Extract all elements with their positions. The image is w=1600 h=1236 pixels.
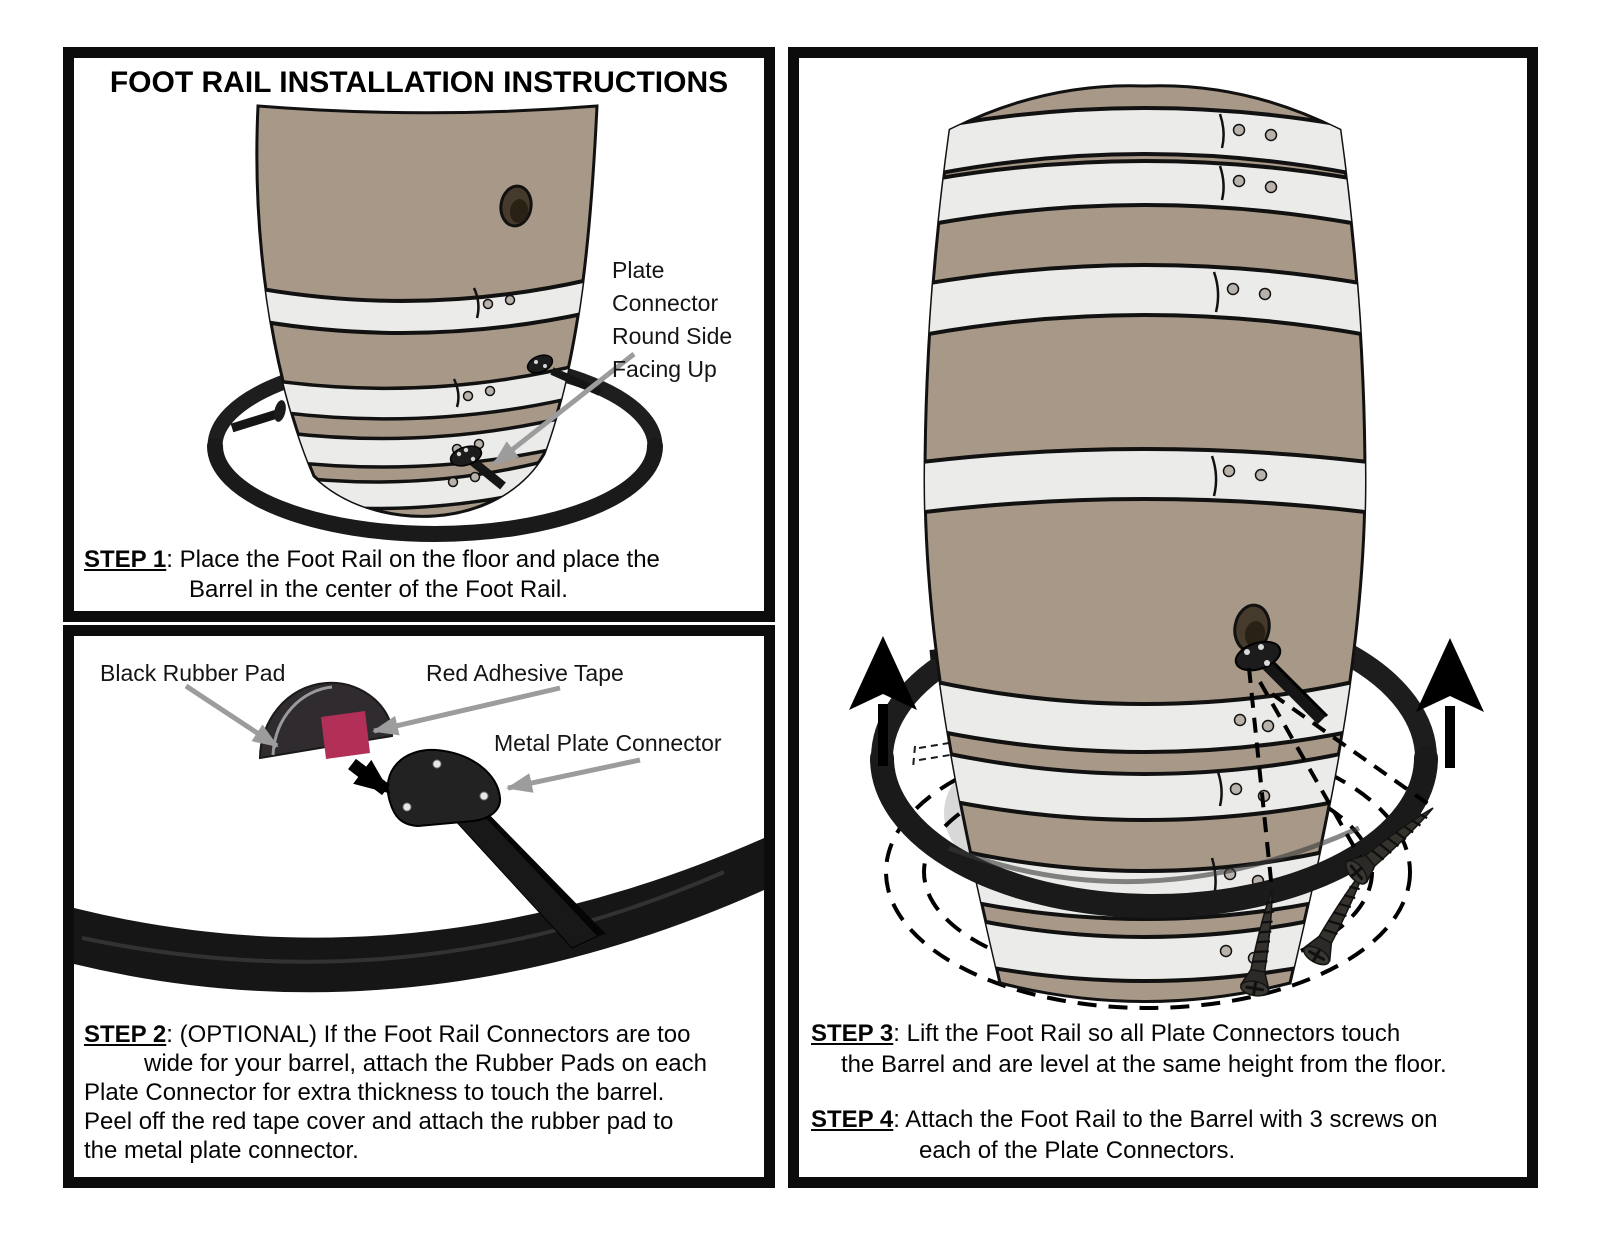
step2-line2: wide for your barrel, attach the Rubber … [144,1050,707,1077]
step4-line1: STEP 4: Attach the Foot Rail to the Barr… [811,1106,1438,1133]
step1-line2: Barrel in the center of the Foot Rail. [189,576,568,603]
step3-line1: STEP 3: Lift the Foot Rail so all Plate … [811,1020,1401,1047]
up-arrow-right-icon [1416,638,1484,768]
black-rubber-pad [258,681,394,760]
step1-illustration [207,104,663,542]
plate-connector-label: Metal Plate Connector [494,730,722,756]
rubber-pad-arrow [184,683,279,749]
step2-line5: the metal plate connector. [84,1137,359,1164]
step3-label: STEP 3 [811,1020,894,1047]
step3-text: STEP 3: Lift the Foot Rail so all Plate … [811,1018,1447,1080]
panel-step3-4: STEP 3: Lift the Foot Rail so all Plate … [788,47,1538,1188]
adhesive-tape-arrow [372,685,561,736]
step1-line1: STEP 1: Place the Foot Rail on the floor… [84,546,660,573]
plate-connector-callout: Plate Connector Round Side Facing Up [612,257,733,382]
step2-line1: STEP 2: (OPTIONAL) If the Foot Rail Conn… [84,1021,691,1048]
plate-connector-left [230,400,286,433]
bung-hole [499,184,533,228]
step2-line3: Plate Connector for extra thickness to t… [84,1079,665,1106]
rubber-pad-label: Black Rubber Pad [100,660,286,686]
barrel [255,104,599,518]
step4-label: STEP 4 [811,1106,894,1133]
panel-step2: Black Rubber Pad Red Adhesive Tape Metal… [63,625,775,1188]
step4-text: STEP 4: Attach the Foot Rail to the Barr… [811,1104,1438,1166]
step3-line2: the Barrel and are level at the same hei… [841,1051,1447,1078]
step2-illustration [74,681,764,993]
plate-connector-bottom [449,445,506,490]
foot-rail [74,838,764,993]
foot-rail-front [207,438,663,542]
step1-text: STEP 1: Place the Foot Rail on the floor… [84,545,660,605]
bung-hole [1233,603,1271,653]
page-title: FOOT RAIL INSTALLATION INSTRUCTIONS [109,66,729,99]
step2-label: STEP 2 [84,1021,167,1048]
step2-line4: Peel off the red tape cover and attach t… [84,1108,674,1135]
screw-leader-lines [1247,667,1433,891]
step3-illustration [849,84,1484,1010]
panel-step1: FOOT RAIL INSTALLATION INSTRUCTIONS [63,47,775,622]
plate-connector-right [1234,640,1329,725]
red-adhesive-tape [321,711,370,759]
step2-text: STEP 2: (OPTIONAL) If the Foot Rail Conn… [84,1020,707,1165]
metal-plate-connector [386,748,502,828]
hoop-seams [452,287,480,408]
plate-connector-arrow [506,757,641,793]
foot-rail-front [870,746,1438,918]
attach-arrow [348,758,391,796]
step4-line2: each of the Plate Connectors. [919,1137,1236,1164]
up-arrow-left-icon [849,636,917,766]
adhesive-tape-label: Red Adhesive Tape [426,660,624,686]
callout-arrow [492,352,636,466]
step1-label: STEP 1 [84,546,167,573]
